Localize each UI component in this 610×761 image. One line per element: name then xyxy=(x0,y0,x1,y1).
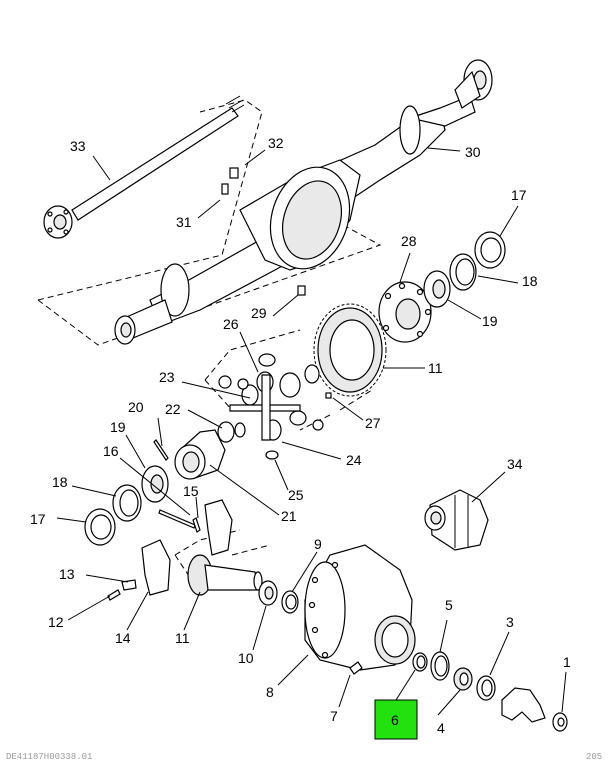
washer-9 xyxy=(281,590,299,614)
callout-8[interactable]: 8 xyxy=(266,684,274,700)
callout-32[interactable]: 32 xyxy=(268,135,284,151)
drive-pinion-11 xyxy=(187,554,263,596)
nut-1 xyxy=(552,712,568,732)
axle-shaft-group-box xyxy=(37,99,263,301)
thrust-washer-25 xyxy=(265,450,279,460)
differential-assembly-34 xyxy=(424,489,489,551)
callout-16[interactable]: 16 xyxy=(103,443,119,459)
differential-case-21 xyxy=(174,429,226,480)
callout-25[interactable]: 25 xyxy=(288,487,304,503)
bearing-cone-4 xyxy=(453,667,473,691)
adjusting-ring-17-lower xyxy=(84,508,116,546)
callout-3[interactable]: 3 xyxy=(506,614,514,630)
bearing-cup-18-lower xyxy=(112,484,142,522)
callout-30[interactable]: 30 xyxy=(465,144,481,160)
callout-21[interactable]: 21 xyxy=(281,508,297,524)
callout-11-ring[interactable]: 11 xyxy=(428,360,443,376)
bolt-31 xyxy=(221,183,229,195)
callout-17-lower[interactable]: 17 xyxy=(30,511,46,527)
carrier-housing-8 xyxy=(304,544,416,671)
cotter-15 xyxy=(192,517,201,533)
callout-6[interactable]: 6 xyxy=(391,712,399,728)
callout-19-lower[interactable]: 19 xyxy=(110,419,126,435)
callout-4[interactable]: 4 xyxy=(437,720,445,736)
seal-3 xyxy=(476,675,496,701)
lock-13 xyxy=(121,579,137,591)
callout-13[interactable]: 13 xyxy=(59,566,75,582)
bolt-12 xyxy=(107,589,121,601)
side-gear-26 xyxy=(258,353,276,367)
callout-34[interactable]: 34 xyxy=(507,456,523,472)
callout-18-lower[interactable]: 18 xyxy=(52,474,68,490)
callout-10[interactable]: 10 xyxy=(238,650,254,666)
callout-19-upper[interactable]: 19 xyxy=(482,313,498,329)
seal-6 xyxy=(412,652,428,672)
callout-29[interactable]: 29 xyxy=(251,305,267,321)
callout-12[interactable]: 12 xyxy=(48,614,64,630)
differential-case-half-28 xyxy=(378,281,432,343)
adjusting-ring-17-upper xyxy=(474,231,506,269)
callout-5[interactable]: 5 xyxy=(445,597,453,613)
leader-lines xyxy=(56,147,567,716)
callout-18-upper[interactable]: 18 xyxy=(522,273,538,289)
callout-24[interactable]: 24 xyxy=(346,452,362,468)
callout-1[interactable]: 1 xyxy=(563,654,571,670)
axle-shaft-group-box-lower xyxy=(37,217,382,346)
callout-11-pinion[interactable]: 11 xyxy=(175,630,190,646)
bolt-16 xyxy=(158,509,196,529)
bearing-cap-14 xyxy=(141,499,233,596)
axle-housing-30 xyxy=(114,59,493,345)
yoke xyxy=(501,687,546,723)
callout-14[interactable]: 14 xyxy=(115,630,131,646)
bearing-cone-19-upper xyxy=(423,270,451,308)
bearing-cup-18-upper xyxy=(449,253,477,291)
callout-9[interactable]: 9 xyxy=(314,536,322,552)
bearing-10 xyxy=(258,580,278,606)
callout-20[interactable]: 20 xyxy=(128,399,144,415)
differential-group-box xyxy=(204,329,373,431)
callout-27[interactable]: 27 xyxy=(365,415,381,431)
callout-15[interactable]: 15 xyxy=(183,483,199,499)
ring-gear-11 xyxy=(313,303,387,397)
axle-shaft-33 xyxy=(43,95,245,239)
drawing-id: DE41187H00338.01 xyxy=(6,752,92,761)
callout-28[interactable]: 28 xyxy=(401,233,417,249)
callout-26[interactable]: 26 xyxy=(223,316,239,332)
highlighted-part-box[interactable] xyxy=(374,699,418,740)
callout-17-upper[interactable]: 17 xyxy=(511,187,527,203)
callout-22[interactable]: 22 xyxy=(165,401,181,417)
callout-33[interactable]: 33 xyxy=(70,138,86,154)
callout-23[interactable]: 23 xyxy=(159,369,175,385)
pinion-gear-set xyxy=(229,371,307,441)
bolt-7 xyxy=(349,661,363,675)
plug-29 xyxy=(297,285,306,296)
callout-7[interactable]: 7 xyxy=(330,708,338,724)
page-number: 205 xyxy=(586,752,602,761)
bolt-20 xyxy=(153,439,169,461)
thrust-washer-22 xyxy=(217,421,246,443)
bearing-cone-19-lower xyxy=(141,465,169,503)
callout-31[interactable]: 31 xyxy=(176,214,192,230)
thrust-washer-27 xyxy=(218,364,332,431)
callout-labels: 33 32 31 30 17 28 18 19 29 26 11 23 27 2… xyxy=(30,135,571,736)
breather-32 xyxy=(229,167,239,179)
bearing-cup-5 xyxy=(430,651,450,681)
